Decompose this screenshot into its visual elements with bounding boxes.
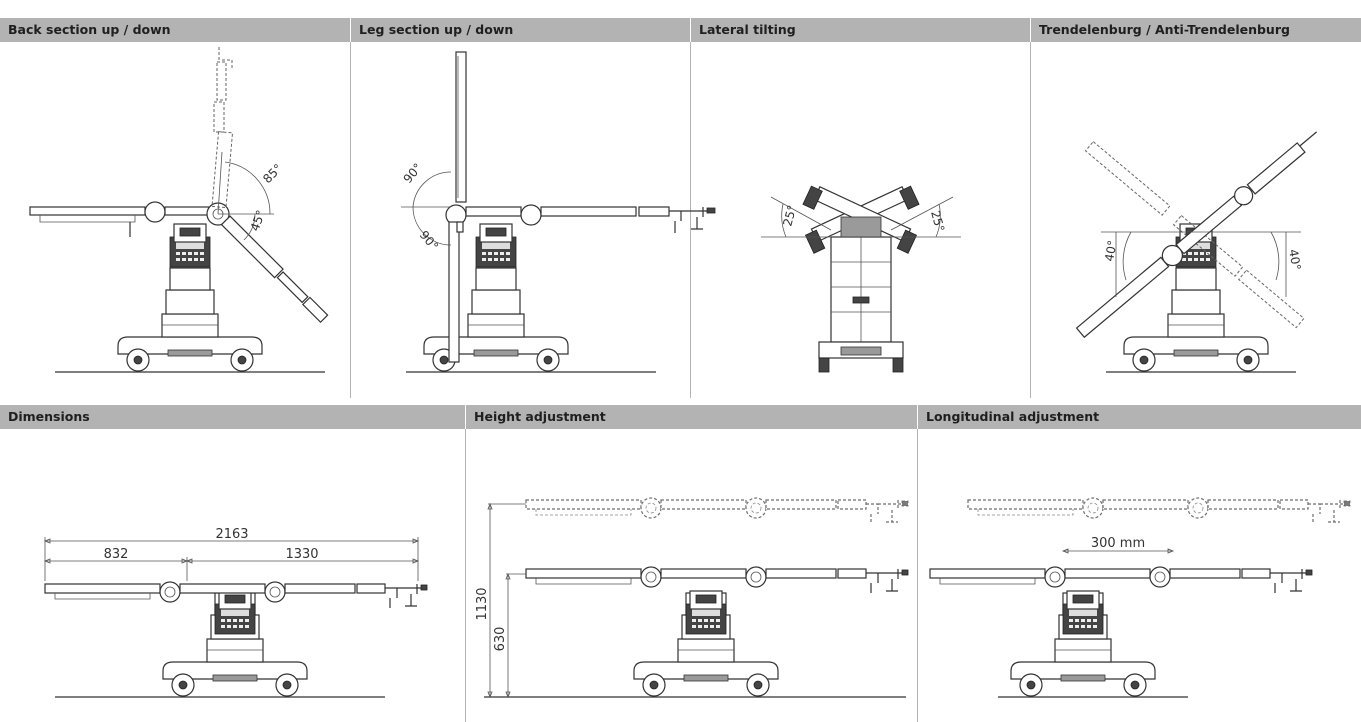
- header-dimensions: Dimensions: [0, 405, 465, 429]
- lateral-angle-left: 25°: [780, 204, 799, 228]
- separator: [1030, 42, 1031, 398]
- max-height-label: 1130: [475, 587, 490, 620]
- separator: [690, 42, 691, 398]
- header-back-section: Back section up / down: [0, 18, 350, 42]
- dimensions-diagram: 2163 832 1330: [43, 527, 428, 698]
- min-height-label: 630: [493, 627, 508, 652]
- separator: [465, 429, 466, 722]
- header-trendelenburg: Trendelenburg / Anti-Trendelenburg: [1031, 18, 1361, 42]
- back-angle-up: 85°: [260, 161, 285, 186]
- separator: [350, 42, 351, 398]
- leg-angle-up: 90°: [401, 161, 425, 186]
- total-length-label: 2163: [215, 527, 248, 542]
- longitudinal-adjustment-diagram: 300 mm: [929, 497, 1351, 698]
- foot-part-label: 1330: [285, 547, 318, 562]
- leg-angle-down: 90°: [417, 228, 441, 253]
- separator: [917, 429, 918, 722]
- head-part-label: 832: [104, 547, 129, 562]
- trend-angle-right: 40°: [1286, 248, 1303, 271]
- header-leg-section: Leg section up / down: [351, 18, 690, 42]
- leg-section-diagram: 90° 90°: [401, 51, 716, 373]
- lateral-angle-right: 25°: [928, 209, 947, 233]
- shift-label: 300 mm: [1091, 536, 1145, 551]
- lateral-tilting-diagram: 25° 25°: [761, 185, 961, 373]
- height-adjustment-diagram: 1130 630: [475, 497, 909, 699]
- header-longitudinal-adjustment: Longitudinal adjustment: [918, 405, 1361, 429]
- header-height-adjustment: Height adjustment: [466, 405, 917, 429]
- trendelenburg-diagram: 40° 40°: [1075, 131, 1318, 373]
- header-lateral-tilting: Lateral tilting: [691, 18, 1030, 42]
- back-section-diagram: 85° 45°: [29, 47, 329, 373]
- trend-angle-left: 40°: [1102, 239, 1119, 262]
- back-angle-down: 45°: [248, 208, 268, 233]
